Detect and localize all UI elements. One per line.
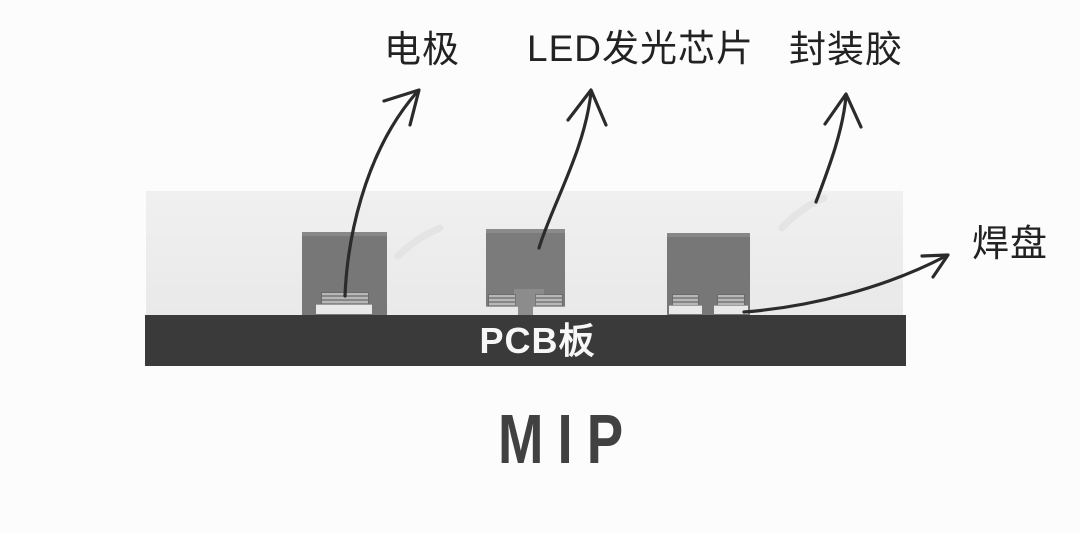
- label-led-chip: LED发光芯片: [527, 28, 754, 69]
- label-electrode: 电极: [384, 29, 460, 70]
- arrow-led-chip: [537, 88, 608, 250]
- pcb-board-label: PCB板: [479, 319, 596, 361]
- arrow-electrode: [343, 88, 421, 298]
- label-encapsulant: 封装胶: [789, 29, 903, 70]
- chip-3-solder-pad-left: [669, 305, 702, 314]
- chip-2-electrode-bump-right: [536, 295, 562, 307]
- arrow-solder-pad: [742, 253, 950, 314]
- chip-3-electrode-bump-right: [718, 295, 744, 306]
- caption-mip: MIP: [498, 400, 638, 478]
- chip-2-electrode-bump-left: [489, 295, 515, 307]
- arrow-encapsulant: [814, 92, 863, 204]
- watermark-smudge: [394, 224, 444, 260]
- pcb-board: PCB板: [145, 315, 906, 366]
- chip-3-solder-pad-right: [714, 305, 748, 314]
- chip-1-solder-pad: [316, 304, 372, 314]
- label-solder-pad: 焊盘: [972, 223, 1048, 264]
- chip-1-electrode-bump: [322, 293, 368, 305]
- chip-3-electrode-bump-left: [673, 295, 698, 306]
- chip-2-solder-pad-left: [486, 306, 518, 315]
- watermark-smudge: [778, 194, 828, 232]
- chip-2-solder-pad-right: [533, 306, 565, 315]
